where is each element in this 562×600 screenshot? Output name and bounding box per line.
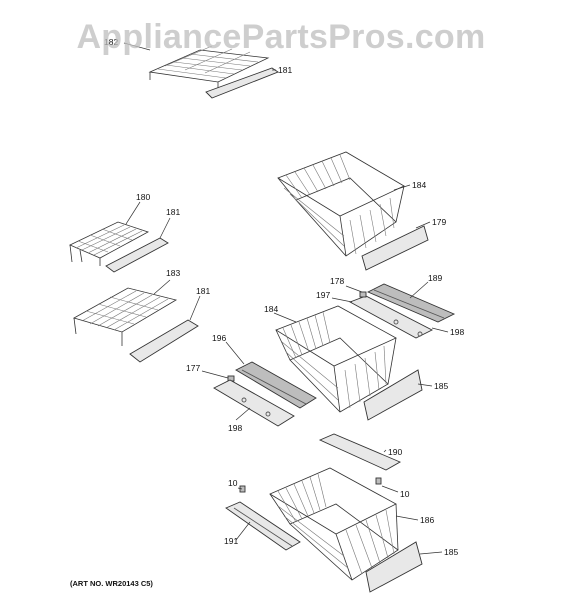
basket-front-179 xyxy=(361,225,429,271)
wire-basket-184-upper xyxy=(277,151,405,257)
callout-labels: 182 181 184 179 180 181 183 181 178 189 … xyxy=(104,37,464,557)
bracket-198-left xyxy=(213,379,295,427)
callout-177: 177 xyxy=(186,363,200,373)
wire-shelf-182 xyxy=(148,45,270,90)
callout-184-lower: 184 xyxy=(264,304,278,314)
slide-rail-189 xyxy=(366,283,456,323)
slide-rail-196 xyxy=(235,361,317,409)
callout-181-mid: 181 xyxy=(166,207,180,217)
shelf-trim-181-mid xyxy=(105,237,169,273)
leader-lines xyxy=(123,42,449,555)
wire-shelf-183 xyxy=(72,287,178,346)
callout-197: 197 xyxy=(316,290,330,300)
callout-186: 186 xyxy=(420,515,434,525)
bracket-197 xyxy=(348,295,433,339)
slide-rail-190 xyxy=(318,433,402,471)
callout-182: 182 xyxy=(104,37,118,47)
callout-178: 178 xyxy=(330,276,344,286)
callout-180: 180 xyxy=(136,192,150,202)
art-number: (ART NO. WR20143 C5) xyxy=(70,579,153,588)
callout-10-right: 10 xyxy=(400,489,410,499)
shelf-trim-181-top xyxy=(205,67,279,99)
callout-10-left: 10 xyxy=(228,478,238,488)
callout-184-upper: 184 xyxy=(412,180,426,190)
callout-181-lower: 181 xyxy=(196,286,210,296)
callout-179: 179 xyxy=(432,217,446,227)
callout-191: 191 xyxy=(224,536,238,546)
callout-185-mid: 185 xyxy=(434,381,448,391)
basket-front-185-mid xyxy=(363,369,423,421)
callout-183: 183 xyxy=(166,268,180,278)
callout-190: 190 xyxy=(388,447,402,457)
callout-196: 196 xyxy=(212,333,226,343)
callout-198-right: 198 xyxy=(450,327,464,337)
wire-basket-186 xyxy=(269,467,399,581)
bracket-191 xyxy=(225,501,301,551)
clip-178 xyxy=(359,291,367,298)
wire-shelf-180 xyxy=(69,221,150,266)
callout-198-left: 198 xyxy=(228,423,242,433)
wire-basket-184-lower xyxy=(275,305,397,413)
basket-front-185-bottom xyxy=(365,541,423,593)
screw-10-left xyxy=(239,485,246,493)
shelf-trim-181-lower xyxy=(129,319,199,363)
callout-185-bottom: 185 xyxy=(444,547,458,557)
callout-189: 189 xyxy=(428,273,442,283)
watermark: AppliancePartsPros.com xyxy=(76,18,485,56)
callout-181-top: 181 xyxy=(278,65,292,75)
screw-10-right xyxy=(375,477,382,485)
